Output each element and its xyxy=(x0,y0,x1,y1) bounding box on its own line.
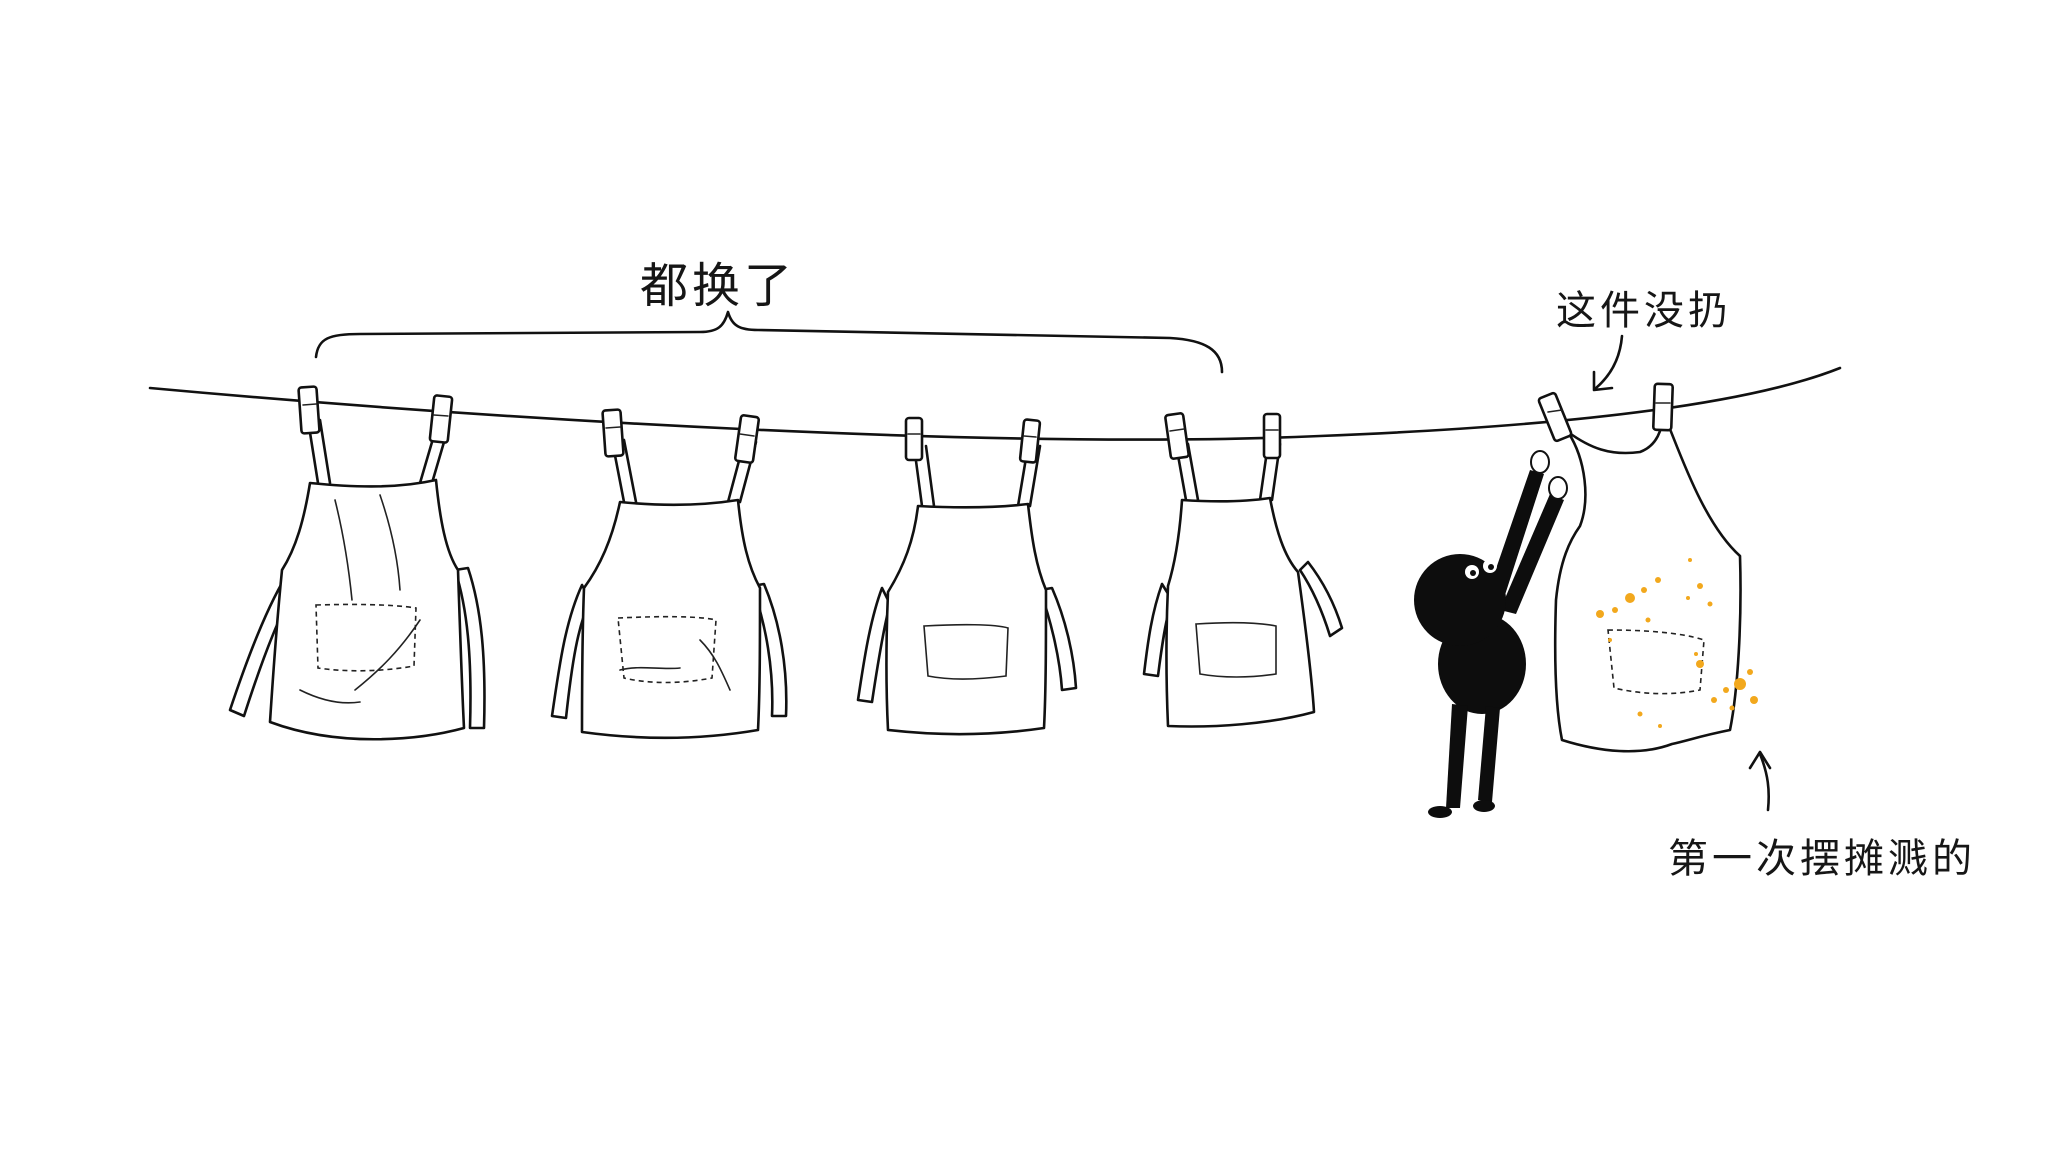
apron-tie xyxy=(750,582,788,718)
character-leg xyxy=(1478,706,1500,802)
apron-1 xyxy=(228,418,486,741)
character-hand xyxy=(1530,450,1550,474)
clothespin-icon xyxy=(904,416,924,462)
apron-4 xyxy=(1142,442,1344,728)
clothespin-icon xyxy=(1652,382,1674,432)
apron-pocket xyxy=(923,623,1009,680)
apron-tie xyxy=(856,586,892,704)
character-leg xyxy=(1446,704,1468,808)
apron-pocket xyxy=(1607,629,1705,695)
apron-body xyxy=(885,502,1048,736)
character-hand xyxy=(1548,476,1568,500)
annotation-replaced: 都换了 xyxy=(640,258,797,314)
character-head xyxy=(1414,554,1506,646)
apron-body xyxy=(268,478,466,741)
character-foot xyxy=(1473,800,1495,812)
orange-stain-splatter xyxy=(1596,558,1758,728)
apron-body xyxy=(580,498,762,740)
clothespin-icon xyxy=(1018,418,1042,464)
annotation-not-thrown: 这件没扔 xyxy=(1556,288,1732,334)
clothespin-icon xyxy=(1164,412,1190,460)
apron-3 xyxy=(856,444,1078,736)
apron-body xyxy=(1165,496,1316,728)
curved-arrow-icon xyxy=(1748,750,1772,812)
apron-wrinkle xyxy=(299,494,421,704)
clothesline xyxy=(148,366,1842,441)
apron-pocket xyxy=(315,603,417,672)
character-arm xyxy=(1488,470,1544,598)
curved-arrow-icon xyxy=(1592,334,1624,392)
apron-2 xyxy=(550,438,788,740)
black-blob-character xyxy=(1414,450,1568,818)
annotation-first-stall-splash: 第一次摆摊溅的 xyxy=(1668,836,1976,882)
clothespin-icon xyxy=(1537,391,1573,443)
character-foot xyxy=(1428,806,1452,818)
clothespin-icon xyxy=(601,408,625,458)
clothespin-icon xyxy=(297,385,321,435)
clothespin-icon xyxy=(733,414,761,464)
grouping-brace xyxy=(314,310,1224,374)
clothespin-icon xyxy=(1262,412,1282,460)
apron-tie xyxy=(1298,560,1344,638)
apron-wrinkle xyxy=(619,639,731,691)
apron-5-stained xyxy=(1553,408,1758,753)
character-arm xyxy=(1500,494,1564,614)
apron-pocket xyxy=(617,615,717,684)
apron-tie xyxy=(1038,586,1078,692)
apron-tie xyxy=(453,566,486,730)
clothespin-icon xyxy=(428,394,454,444)
apron-pocket xyxy=(1195,621,1277,678)
